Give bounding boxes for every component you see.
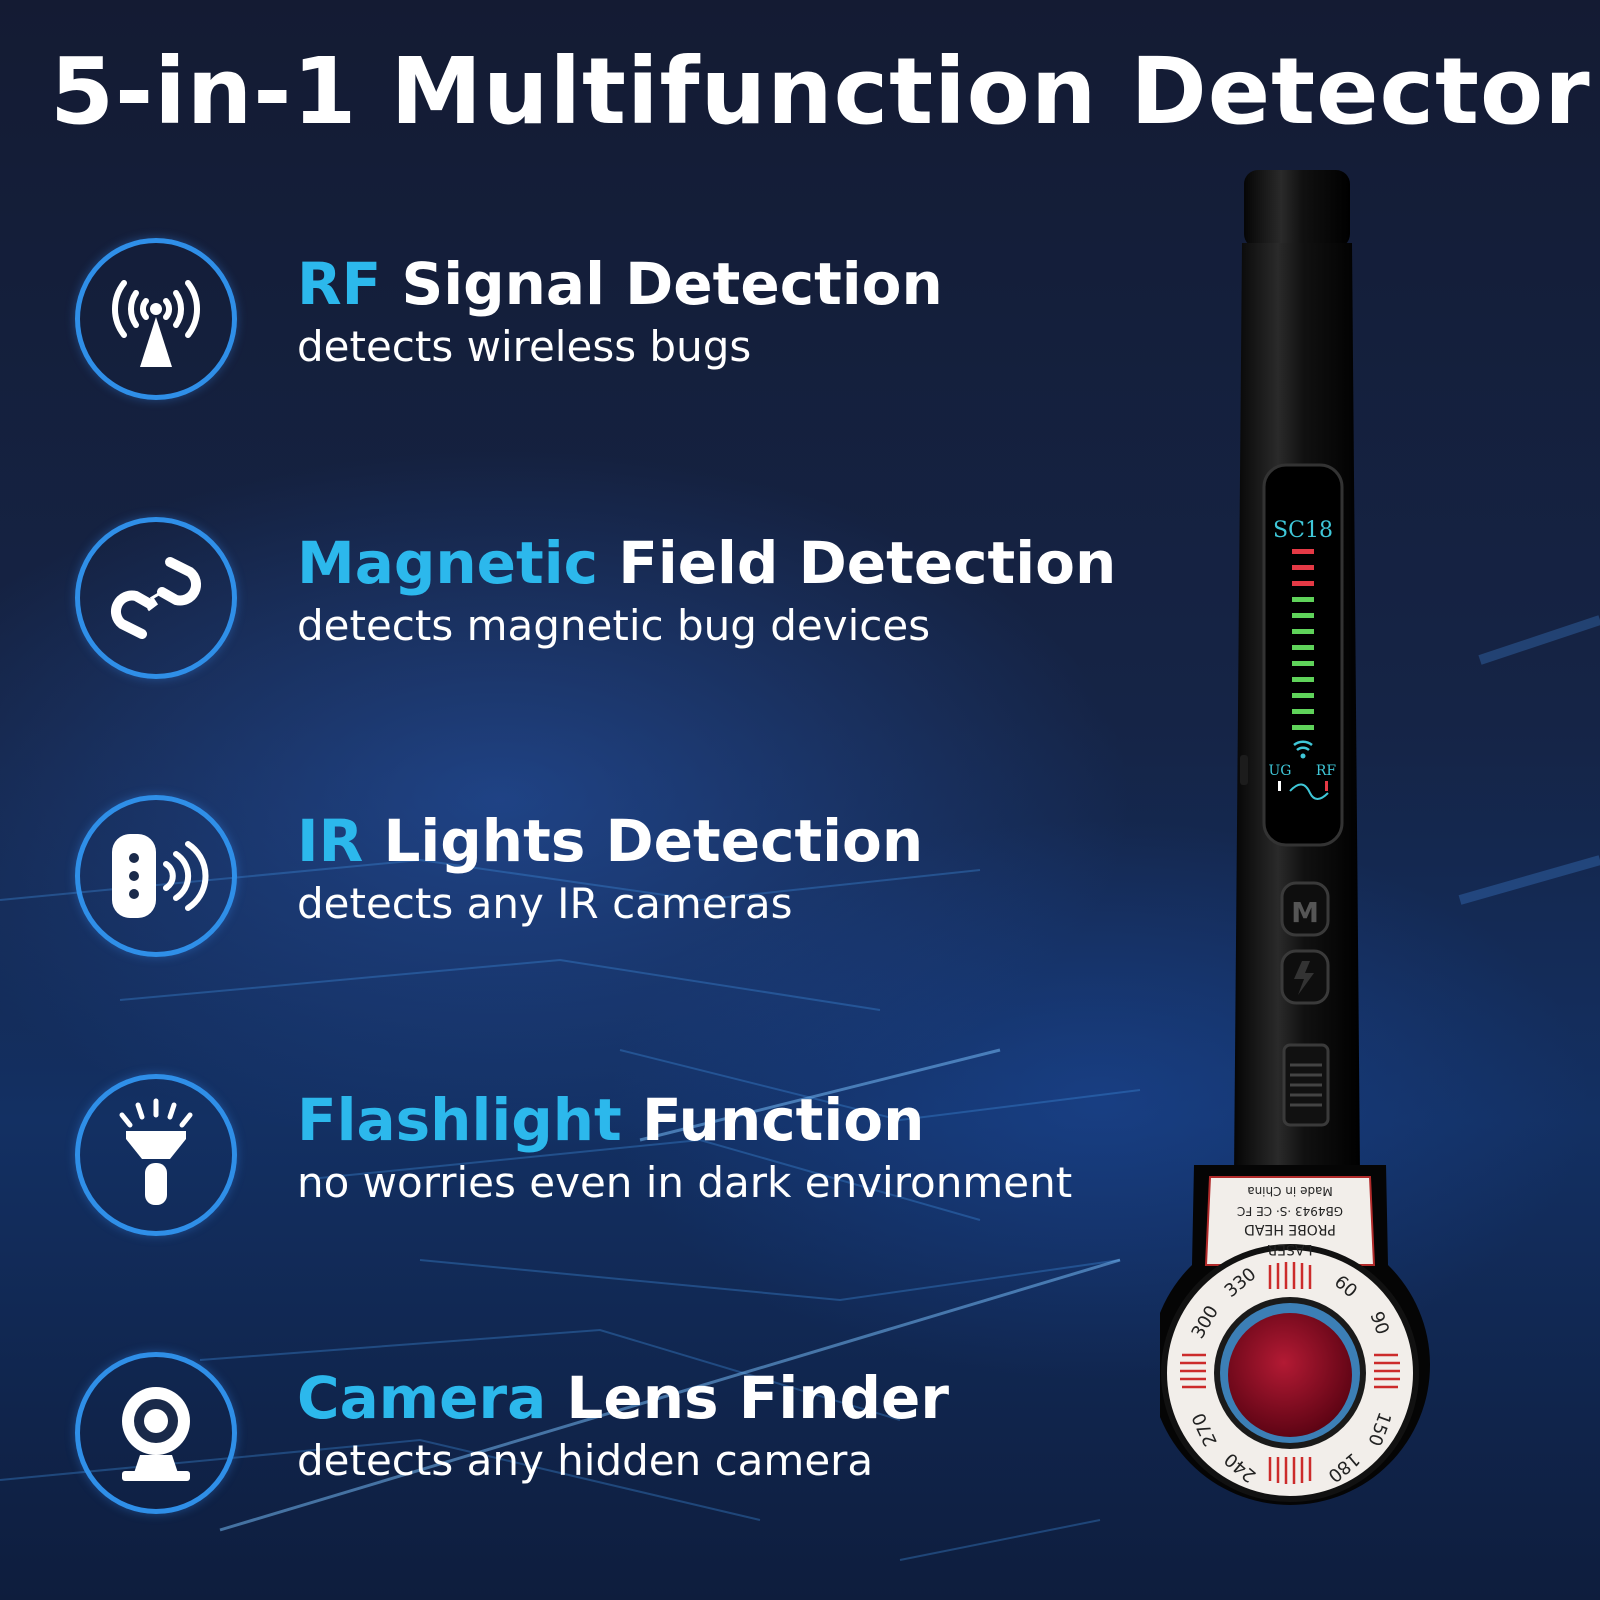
detector-device: SC18 UG RF M	[1150, 165, 1460, 1555]
icon-ring	[75, 795, 237, 957]
feature-title: Flashlight Function	[297, 1086, 925, 1154]
feature-title: IR Lights Detection	[297, 807, 924, 875]
feature-camera: Camera Lens Finder detects any hidden ca…	[75, 1352, 1075, 1522]
mode-button-label: M	[1291, 896, 1319, 929]
feature-ir: IR Lights Detection detects any IR camer…	[75, 795, 1075, 965]
magnet-icon	[111, 557, 201, 639]
feature-rf: RF Signal Detection detects wireless bug…	[75, 238, 1075, 408]
icon-ring	[75, 517, 237, 679]
feature-magnetic: Magnetic Field Detection detects magneti…	[75, 517, 1116, 687]
feature-subtitle: detects wireless bugs	[297, 322, 752, 371]
feature-subtitle: detects any hidden camera	[297, 1436, 874, 1485]
dial-ticks	[1180, 1262, 1400, 1484]
icon-ring	[75, 238, 237, 400]
icon-ring	[75, 1074, 237, 1236]
mode-rf-label: RF	[1316, 763, 1337, 779]
device-model-label: SC18	[1273, 518, 1333, 543]
feature-title: Camera Lens Finder	[297, 1364, 949, 1432]
icon-ring	[75, 1352, 237, 1514]
flashlight-icon	[119, 1098, 193, 1205]
signal-leds	[1292, 549, 1314, 730]
feature-subtitle: detects magnetic bug devices	[297, 601, 931, 650]
webcam-icon	[122, 1387, 190, 1481]
label-certification: GB4943 ·S· CE FC	[1237, 1204, 1343, 1218]
feature-title: Magnetic Field Detection	[297, 529, 1117, 597]
ir-emitter-icon	[112, 834, 209, 918]
label-laser: LASER	[1267, 1241, 1312, 1257]
feature-flashlight: Flashlight Function no worries even in d…	[75, 1074, 1075, 1244]
page-title: 5-in-1 Multifunction Detector	[50, 38, 1591, 145]
mode-ug-label: UG	[1269, 763, 1292, 779]
mode-button[interactable]	[1280, 881, 1330, 937]
feature-subtitle: no worries even in dark environment	[297, 1158, 1073, 1207]
label-probe-head: PROBE HEAD	[1244, 1221, 1336, 1237]
feature-title: RF Signal Detection	[297, 250, 943, 318]
red-lens	[1228, 1313, 1352, 1437]
label-made-in: Made in China	[1247, 1184, 1333, 1198]
feature-subtitle: detects any IR cameras	[297, 879, 793, 928]
wifi-icon	[1293, 740, 1313, 752]
rf-antenna-icon	[112, 280, 200, 367]
